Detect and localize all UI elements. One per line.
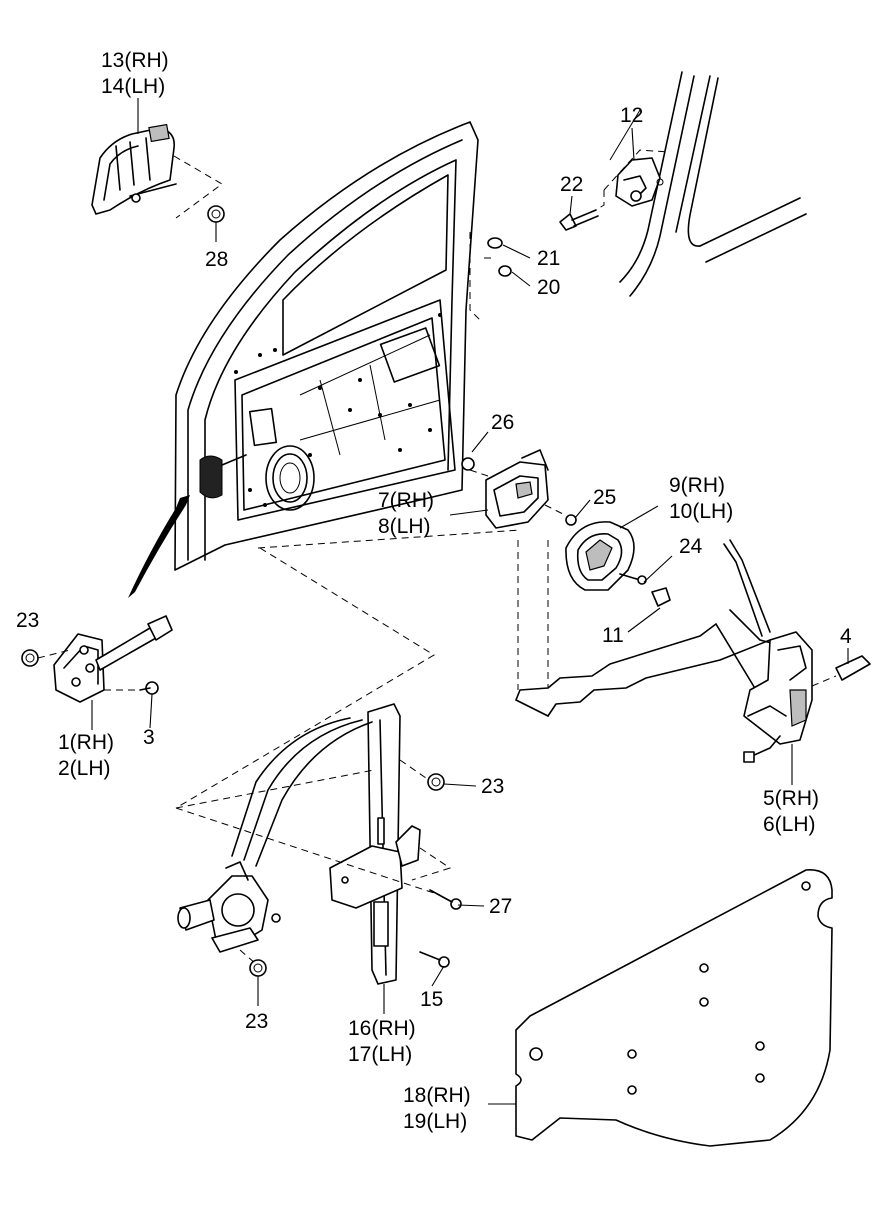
- label-18-19-line2: 19(LH): [403, 1110, 467, 1133]
- door-check: [21, 615, 173, 703]
- label-4: 4: [840, 625, 852, 648]
- label-13-14-line2: 14(LH): [101, 75, 165, 98]
- label-27: 27: [489, 895, 512, 918]
- label-13-14-line1: 13(RH): [101, 49, 169, 72]
- label-26: 26: [491, 411, 514, 434]
- outside-handle: [91, 123, 225, 223]
- label-28: 28: [205, 248, 228, 271]
- door-rods: [515, 539, 791, 717]
- label-12: 12: [620, 104, 643, 127]
- body-pillar: [609, 71, 807, 297]
- label-1-2-line2: 2(LH): [58, 757, 111, 780]
- label-5-6-line1: 5(RH): [763, 787, 819, 810]
- label-3: 3: [143, 726, 155, 749]
- label-24: 24: [679, 535, 703, 558]
- label-7-8-line2: 8(LH): [378, 515, 431, 538]
- label-18-19-line1: 18(RH): [403, 1084, 471, 1107]
- part-labels: 13(RH) 14(LH) 28 12 22 21 20 26 7(RH) 8(…: [16, 49, 852, 1133]
- inside-handle: [461, 449, 577, 529]
- label-5-6-line2: 6(LH): [763, 813, 816, 836]
- label-23-regulator-top: 23: [481, 775, 504, 798]
- label-16-17-line1: 16(RH): [348, 1017, 416, 1040]
- handle-bezel: [565, 521, 671, 607]
- door-panel: [515, 869, 833, 1147]
- label-9-10-line1: 9(RH): [669, 474, 725, 497]
- label-16-17-line2: 17(LH): [348, 1043, 412, 1066]
- leader-lines: [91, 98, 849, 1105]
- label-25: 25: [593, 486, 616, 509]
- label-7-8-line1: 7(RH): [378, 489, 434, 512]
- label-1-2-line1: 1(RH): [58, 731, 114, 754]
- door-latch: [743, 631, 871, 763]
- label-23-check: 23: [16, 609, 39, 632]
- striker: [559, 149, 669, 231]
- clips-21-20: [469, 232, 512, 321]
- label-23-regulator-bottom: 23: [245, 1010, 268, 1033]
- label-22: 22: [560, 173, 583, 196]
- label-21: 21: [537, 247, 560, 270]
- window-regulator: [175, 529, 521, 985]
- label-11: 11: [602, 624, 624, 647]
- label-9-10-line2: 10(LH): [669, 500, 733, 523]
- label-20: 20: [537, 276, 560, 299]
- door-shell: [128, 121, 479, 598]
- label-15: 15: [420, 988, 443, 1011]
